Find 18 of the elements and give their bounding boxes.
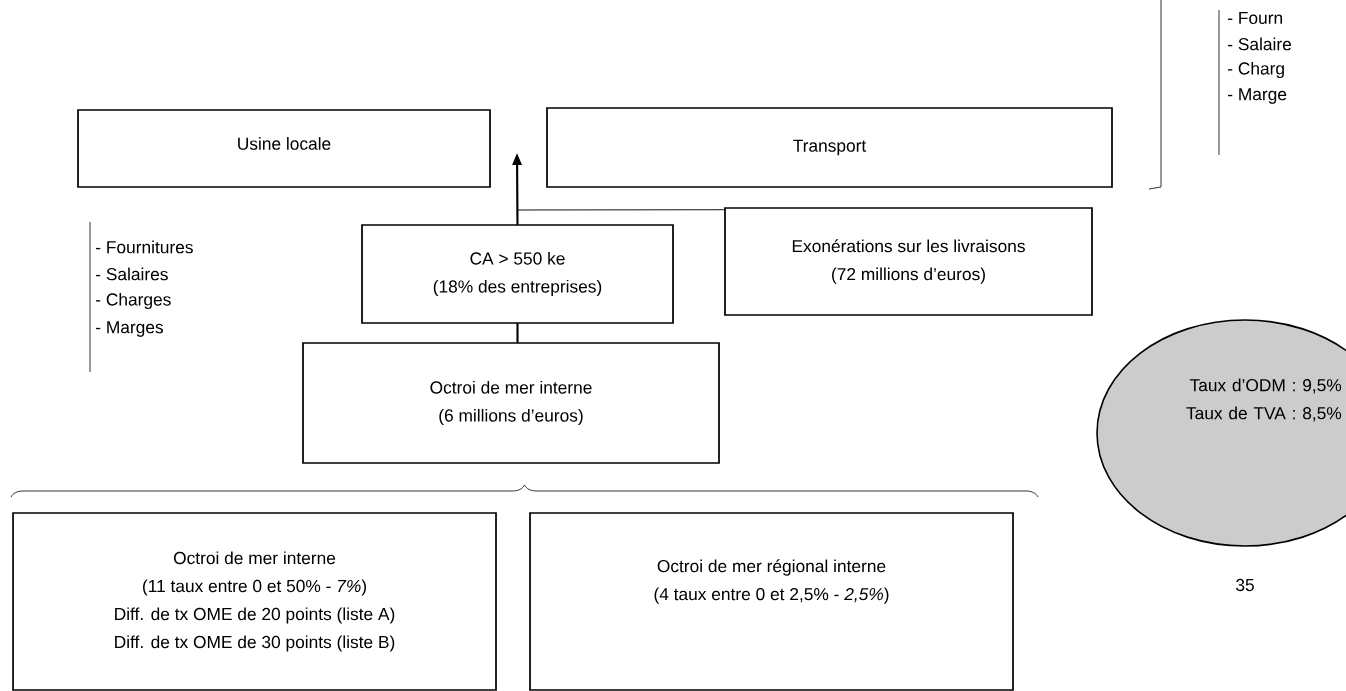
connector-line <box>516 323 519 343</box>
list-item: - Marge <box>1228 88 1287 104</box>
list-item: - Charg <box>1228 61 1284 79</box>
list-item: - Fourn <box>1228 11 1282 25</box>
list-item: - Fournitures <box>96 240 193 254</box>
page-number: 35 <box>1236 578 1254 592</box>
list-item: - Charges <box>96 292 171 310</box>
process-box: CA > 550 ke (18% des entreprises) <box>361 224 674 324</box>
list-item: - Marges <box>96 321 163 337</box>
process-box: Usine locale <box>77 109 491 188</box>
process-box: Octroi de mer interne (6 millions d’euros) <box>302 342 720 464</box>
list-item: - Salaires <box>96 267 168 281</box>
process-box: Transport <box>546 107 1113 188</box>
connector-line <box>517 209 726 211</box>
process-box: Octroi de mer interne (11 taux entre 0 et 50% - 7%) Diff. de tx OME de 20 points (liste A) Diff. de tx OME de 30 points (liste B) <box>12 512 497 691</box>
process-box: Exonérations sur les livraisons (72 millions d’euros) <box>724 207 1093 316</box>
process-box: Octroi de mer régional interne (4 taux entre 0 et 2,5% - 2,5%) <box>529 512 1014 691</box>
list-item: - Salaire <box>1228 37 1291 51</box>
